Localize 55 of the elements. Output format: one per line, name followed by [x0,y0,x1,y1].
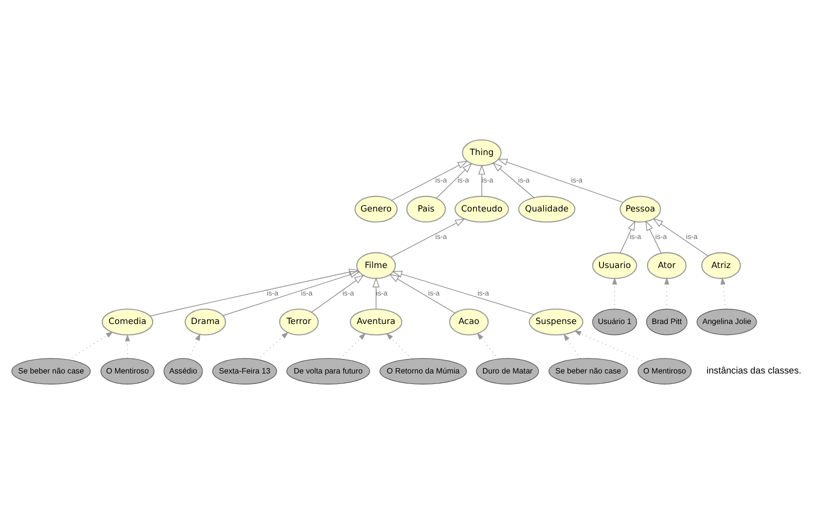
arrow [497,158,624,203]
node-ellipse: Qualidade [518,196,576,223]
node-ellipse: Se beber não case [548,358,628,384]
arrow [478,164,486,197]
arrow [436,162,472,198]
arrow [188,333,200,360]
node-ellipse: Pais [406,196,446,223]
arrow [386,332,412,360]
arrow [68,332,114,360]
arrow [652,218,708,256]
arrow [720,277,726,310]
node-ellipse: Terror [279,308,319,336]
node-ellipse: Duro de Matar [476,358,539,384]
arrow [389,274,456,314]
arrow [222,271,360,316]
node-ellipse: O Retorno da Múmia [380,358,467,384]
arrow [391,160,468,201]
arrow [256,332,288,360]
node-ellipse: Ator [646,252,687,279]
node-ellipse: Comedia [102,308,154,336]
node-ellipse: Assédio [164,358,203,384]
node-ellipse: Pessoa [620,196,662,223]
node-ellipse: Acao [449,308,489,336]
node-ellipse: Usuário 1 [592,308,638,336]
arrow [390,218,466,258]
node-ellipse: Thing [462,139,502,166]
arrow [340,332,366,360]
node-ellipse: Genero [354,196,398,223]
node-ellipse: Atriz [701,252,741,279]
arrow [476,332,498,360]
node-ellipse: Angelina Jolie [696,308,757,336]
arrow [150,268,360,316]
arrow [392,270,534,315]
arrow [620,220,636,254]
node-ellipse: Sexta-Feira 13 [212,358,277,384]
node-ellipse: Filme [356,252,396,279]
node-ellipse: Aventura [350,308,402,336]
node-ellipse: Se beber não case [11,358,91,384]
arrow [372,277,380,310]
arrow [492,162,534,198]
node-ellipse: Drama [184,308,226,336]
node-ellipse: Conteudo [454,196,509,223]
arrow [311,274,364,313]
node-ellipse: De volta para futuro [286,358,370,384]
node-ellipse: Usuario [592,252,638,279]
arrow [612,277,618,310]
arrow [574,330,646,362]
label: instâncias das classes. [706,366,802,376]
arrow [124,334,130,359]
arrow [664,277,670,310]
node-ellipse: O Mentiroso [100,358,154,384]
arrow [645,220,662,254]
node-ellipse: O Mentiroso [638,358,692,384]
arrow [563,334,580,359]
node-ellipse: Brad Pitt [646,308,688,336]
